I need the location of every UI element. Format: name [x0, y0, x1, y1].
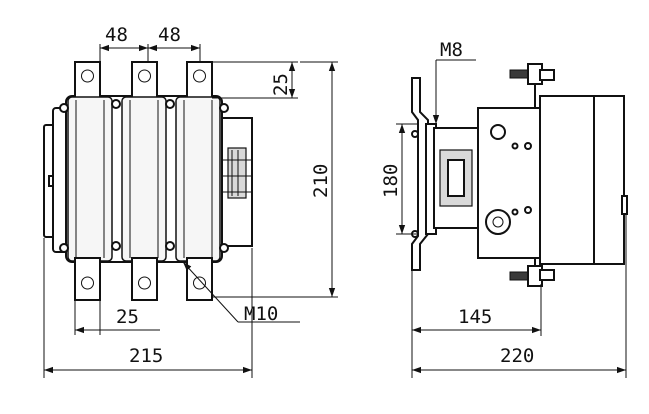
pole-2	[111, 61, 167, 301]
dim-mount-bolt: M8	[440, 39, 463, 61]
dim-terminal-pitch-left: 48	[105, 24, 128, 46]
mounting-plate	[411, 77, 429, 271]
front-view: 48 48 25 210 25 M10	[43, 24, 338, 378]
dim-overall-width: 215	[129, 345, 163, 367]
dim-rail-height: 180	[380, 164, 402, 198]
dimension-overall-width: 215	[43, 238, 253, 378]
dimension-terminal-pitch: 48 48	[99, 24, 201, 62]
dim-terminal-length: 25	[270, 73, 292, 96]
dimension-lower-terminal: 25	[74, 300, 160, 335]
pole-3	[165, 61, 229, 301]
pole-1	[59, 61, 113, 301]
dim-overall-height: 210	[310, 164, 332, 198]
leader-bolt-size: M10	[182, 261, 300, 325]
dimension-overall-depth: 220	[411, 214, 627, 378]
housing	[477, 95, 628, 265]
dimension-rail-height: 180	[380, 123, 418, 235]
dimension-overall-height: 210	[212, 61, 338, 298]
dim-depth-to-mount: 145	[458, 306, 492, 328]
dim-lower-terminal: 25	[116, 306, 139, 328]
side-view: M8 180 145 220	[380, 39, 628, 378]
stud-top	[509, 63, 555, 108]
dimension-terminal-length: 25	[212, 61, 298, 99]
dim-terminal-pitch-right: 48	[158, 24, 181, 46]
bracket	[425, 123, 481, 235]
coil-block	[221, 117, 253, 247]
dim-bolt-size: M10	[244, 303, 278, 325]
leader-mount-bolt: M8	[432, 39, 476, 124]
dimension-depth-to-mount: 145	[411, 270, 542, 336]
stud-bottom	[509, 258, 555, 287]
dim-overall-depth: 220	[500, 345, 534, 367]
